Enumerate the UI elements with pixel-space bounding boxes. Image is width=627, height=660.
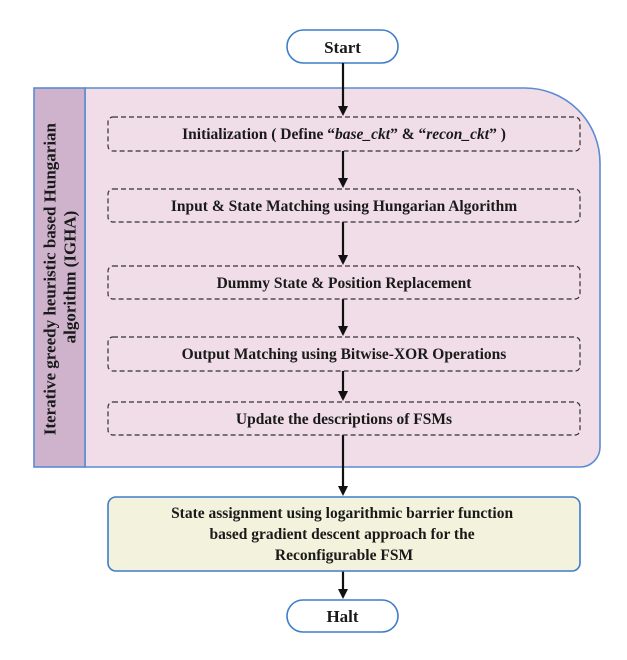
step-input-state-matching-label: Input & State Matching using Hungarian A… [171,198,517,215]
state-assignment-label: State assignment using logarithmic barri… [171,505,517,564]
step-dummy-state [107,265,581,300]
igha-container [84,87,601,468]
step-output-matching [107,336,581,372]
step-initialization-label: Initialization ( Define “base_ckt” & “re… [182,126,506,143]
igha-sidebar [33,87,86,468]
start-label: Start [324,38,361,57]
halt-terminal [286,599,399,633]
igha-sidebar-label: Iterative greedy heuristic based Hungari… [41,119,80,436]
halt-label: Halt [326,607,358,626]
step-output-matching-label: Output Matching using Bitwise-XOR Operat… [182,346,507,363]
step-dummy-state-label: Dummy State & Position Replacement [217,275,473,292]
step-update-descriptions [107,401,581,436]
step-update-descriptions-label: Update the descriptions of FSMs [236,411,452,428]
step-initialization [107,116,581,152]
state-assignment-box [107,496,581,572]
step-input-state-matching [107,188,581,223]
